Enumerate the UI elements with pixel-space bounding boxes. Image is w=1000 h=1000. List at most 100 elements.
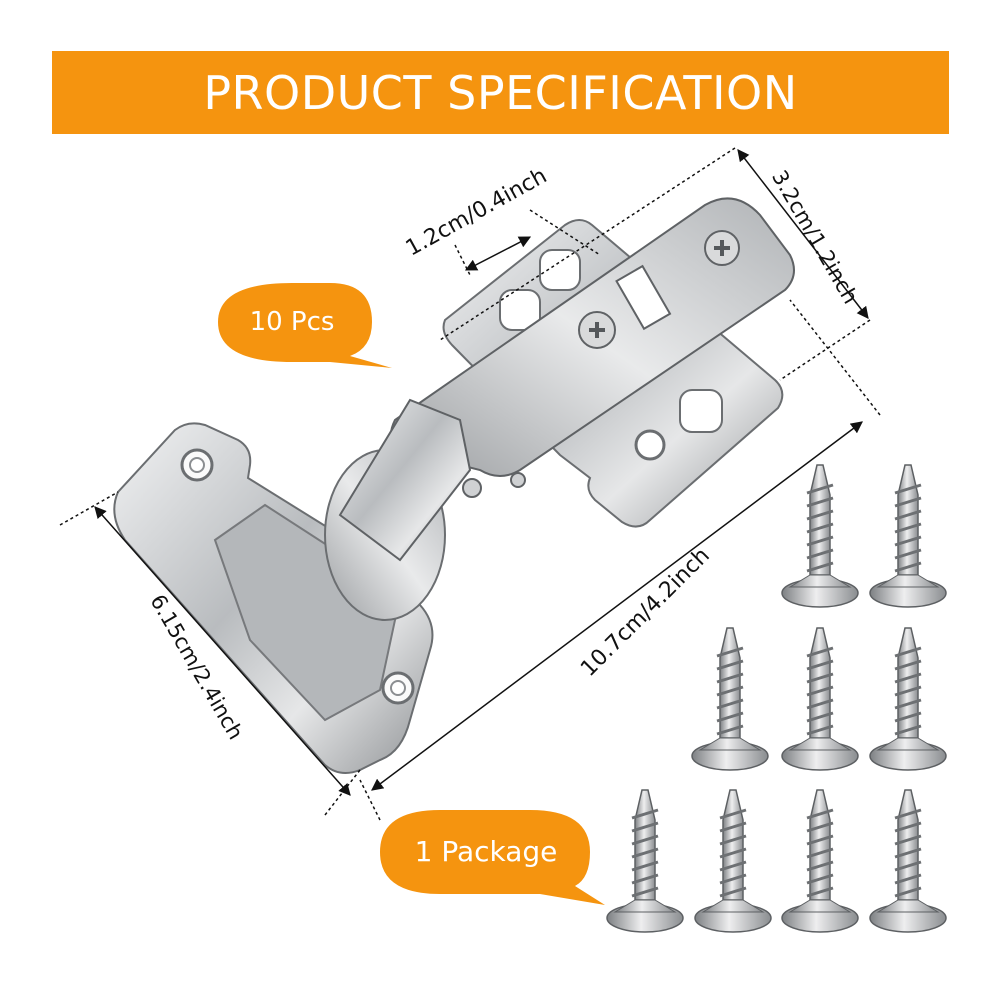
dim-guide-width-b <box>779 319 871 381</box>
screw-thread <box>894 724 922 736</box>
screw-thread <box>716 646 744 658</box>
dim-guide-height-b <box>324 769 361 816</box>
dim-guide-width-a <box>439 147 736 341</box>
screw-thread <box>806 724 834 736</box>
dim-line-small <box>464 236 532 271</box>
screw-neck <box>701 899 765 913</box>
dim-line-length <box>371 421 863 791</box>
callout-bubble-quantity <box>218 283 392 368</box>
screw-thread <box>631 808 659 820</box>
screw-thread <box>716 711 744 723</box>
screw-thread <box>806 483 834 495</box>
screw-thread <box>806 821 834 833</box>
screw-thread <box>894 522 922 534</box>
screw-thread <box>631 886 659 898</box>
screw <box>781 789 859 933</box>
screw-thread <box>894 860 922 872</box>
screw-neck <box>876 899 940 913</box>
screw <box>781 464 859 608</box>
screw-thread <box>719 808 747 820</box>
screw-thread <box>719 847 747 859</box>
screw <box>869 627 947 771</box>
screw-thread <box>806 886 834 898</box>
banner-background <box>52 51 949 134</box>
screw-thread <box>719 821 747 833</box>
dim-line-height <box>94 506 351 796</box>
screw-thread <box>894 509 922 521</box>
screw-thread <box>716 724 744 736</box>
screw-thread <box>894 548 922 560</box>
screw-neck <box>788 574 852 588</box>
screw-thread <box>806 659 834 671</box>
dim-guide-small-a <box>454 244 471 276</box>
screw-thread <box>894 808 922 820</box>
screw-thread <box>806 535 834 547</box>
screw-thread <box>894 672 922 684</box>
screw-neck <box>613 899 677 913</box>
screw-thread <box>716 698 744 710</box>
screw-neck <box>788 899 852 913</box>
screw-thread <box>894 711 922 723</box>
screw-thread <box>719 886 747 898</box>
dim-line-width <box>737 149 869 319</box>
screw <box>694 789 772 933</box>
screw-thread <box>806 548 834 560</box>
screw <box>691 627 769 771</box>
screw-thread <box>806 685 834 697</box>
screw-thread <box>894 659 922 671</box>
screw-thread <box>806 808 834 820</box>
screw-set <box>606 464 947 933</box>
dim-guide-small-b <box>529 209 601 256</box>
screw-thread <box>716 685 744 697</box>
screw-thread <box>806 860 834 872</box>
quantity-label: 10 Pcs <box>249 307 335 337</box>
screw-thread <box>894 698 922 710</box>
screw-thread <box>894 561 922 573</box>
screw-thread <box>894 873 922 885</box>
screw-thread <box>894 646 922 658</box>
screw-thread <box>894 886 922 898</box>
screw-neck <box>698 737 762 751</box>
screw-thread <box>716 659 744 671</box>
banner: PRODUCT SPECIFICATION <box>52 51 949 134</box>
package-label: 1 Package <box>414 834 558 868</box>
screw <box>606 789 684 933</box>
screw <box>869 464 947 608</box>
screw-thread <box>806 496 834 508</box>
screw-thread <box>631 873 659 885</box>
screw-thread <box>894 834 922 846</box>
dim-guide-height-a <box>59 491 119 526</box>
screw-thread <box>894 847 922 859</box>
dim-guide-length-b <box>359 779 381 821</box>
page-title: PRODUCT SPECIFICATION <box>203 65 798 120</box>
dim-guide-length-a <box>789 299 881 416</box>
screw-thread <box>894 535 922 547</box>
screw-thread <box>806 834 834 846</box>
screw-thread <box>631 860 659 872</box>
screw-thread <box>806 847 834 859</box>
screw-thread <box>806 522 834 534</box>
screw-neck <box>788 737 852 751</box>
screw <box>869 789 947 933</box>
screw-neck <box>876 574 940 588</box>
screw-thread <box>894 483 922 495</box>
screw <box>781 627 859 771</box>
screw-thread <box>631 847 659 859</box>
screw-thread <box>631 821 659 833</box>
screw-thread <box>806 698 834 710</box>
screw-thread <box>894 496 922 508</box>
screw-thread <box>806 561 834 573</box>
screw-thread <box>894 685 922 697</box>
screw-thread <box>806 509 834 521</box>
screw-thread <box>806 646 834 658</box>
screw-thread <box>719 873 747 885</box>
screw-thread <box>631 834 659 846</box>
screw-thread <box>716 672 744 684</box>
screw-thread <box>806 711 834 723</box>
screw-thread <box>806 873 834 885</box>
screw-neck <box>876 737 940 751</box>
screw-thread <box>719 860 747 872</box>
screw-thread <box>719 834 747 846</box>
